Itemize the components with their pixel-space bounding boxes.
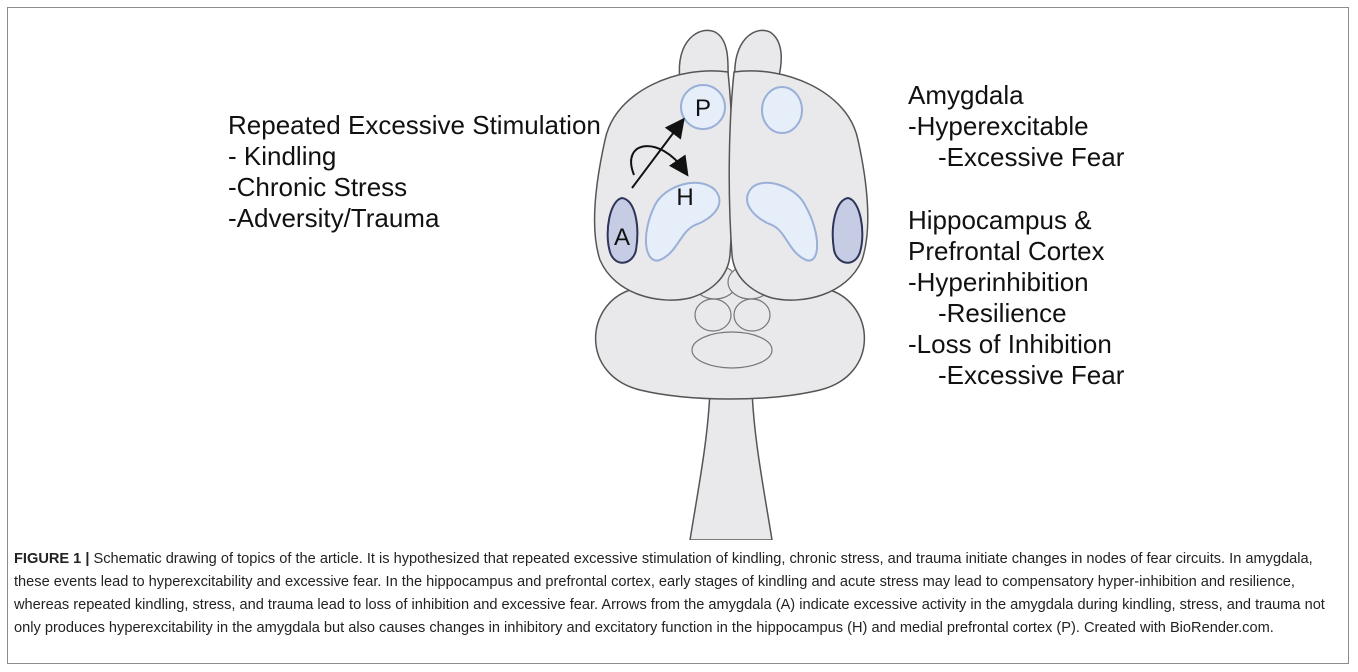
hippocampus-title-2: Prefrontal Cortex bbox=[908, 236, 1124, 267]
stimulation-item-kindling: - Kindling bbox=[228, 141, 601, 172]
label-h: H bbox=[676, 184, 693, 211]
hippocampus-item-resilience: -Resilience bbox=[908, 298, 1124, 329]
stimulation-item-chronic-stress: -Chronic Stress bbox=[228, 172, 601, 203]
amygdala-text-block: Amygdala -Hyperexcitable -Excessive Fear bbox=[908, 80, 1124, 173]
hippocampus-item-excessive-fear: -Excessive Fear bbox=[908, 360, 1124, 391]
figure-label: FIGURE 1 | bbox=[14, 551, 89, 567]
stimulation-title: Repeated Excessive Stimulation bbox=[228, 110, 601, 141]
amygdala-item-hyperexcitable: -Hyperexcitable bbox=[908, 111, 1124, 142]
amygdala-right bbox=[833, 198, 863, 263]
hippocampus-item-loss-of-inhibition: -Loss of Inhibition bbox=[908, 329, 1124, 360]
hippocampus-title-1: Hippocampus & bbox=[908, 205, 1124, 236]
stimulation-item-adversity: -Adversity/Trauma bbox=[228, 203, 601, 234]
amygdala-item-excessive-fear: -Excessive Fear bbox=[908, 142, 1124, 173]
brain-illustration: P H A bbox=[560, 20, 900, 540]
brainstem bbox=[690, 390, 772, 540]
label-a: A bbox=[614, 224, 630, 251]
figure-caption: FIGURE 1 | Schematic drawing of topics o… bbox=[14, 548, 1340, 640]
prefrontal-cortex-right bbox=[762, 87, 802, 133]
stimulation-text-block: Repeated Excessive Stimulation - Kindlin… bbox=[228, 110, 601, 234]
hippocampus-text-block: Hippocampus & Prefrontal Cortex -Hyperin… bbox=[908, 205, 1124, 391]
amygdala-title: Amygdala bbox=[908, 80, 1124, 111]
hippocampus-item-hyperinhibition: -Hyperinhibition bbox=[908, 267, 1124, 298]
label-p: P bbox=[695, 95, 711, 122]
caption-text: Schematic drawing of topics of the artic… bbox=[14, 551, 1325, 636]
